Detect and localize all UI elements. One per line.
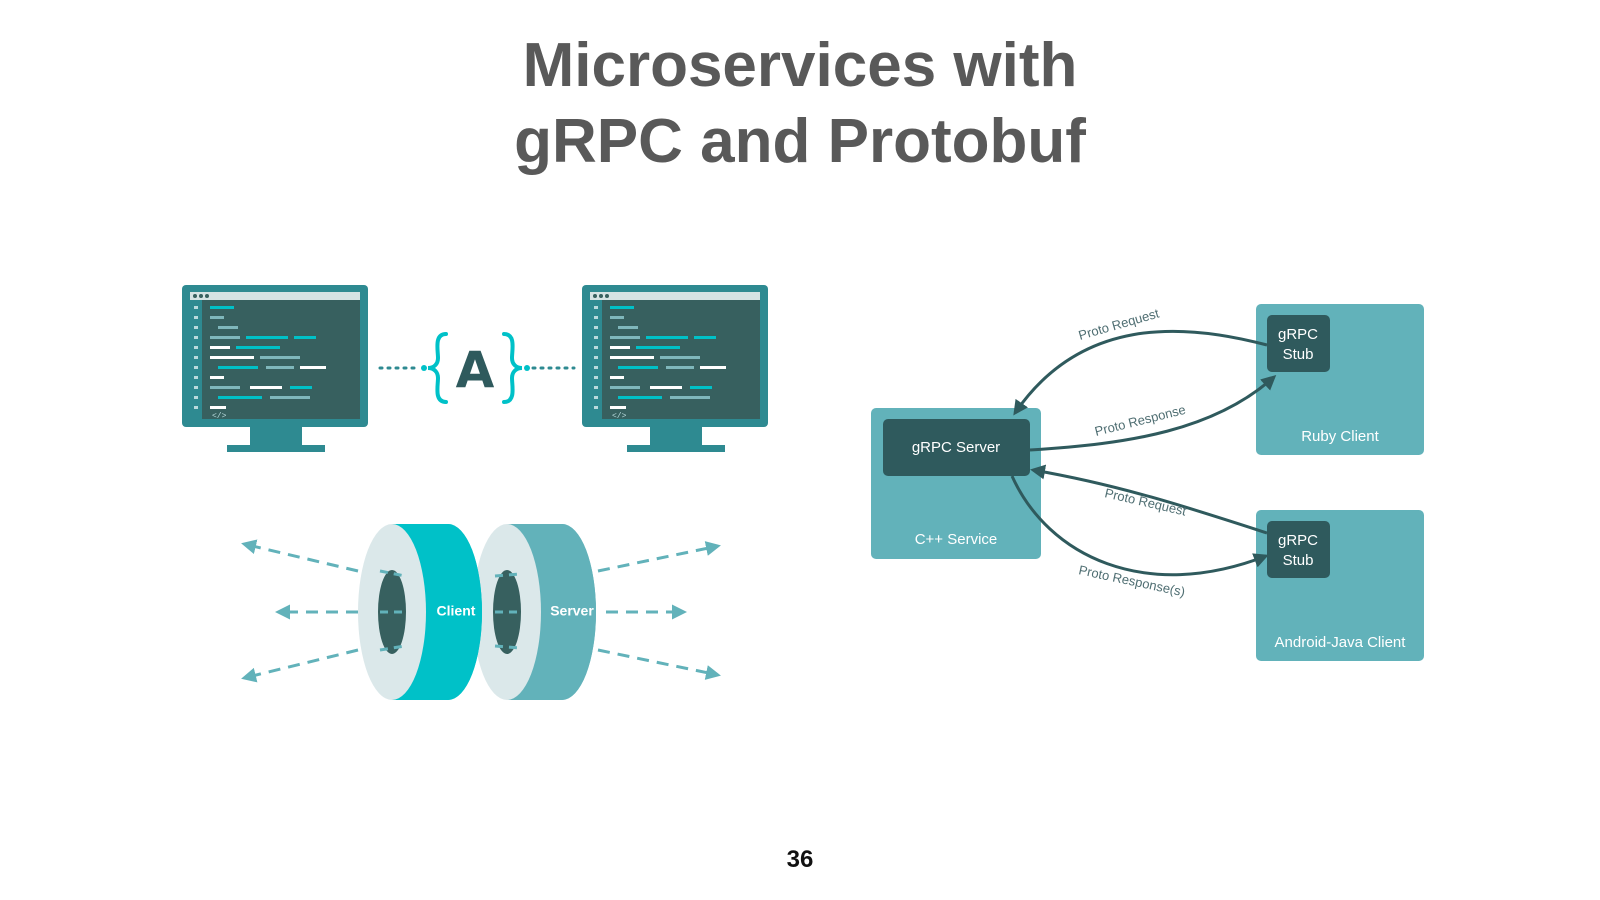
cpp-service-label: C++ Service bbox=[915, 531, 998, 548]
android-stub-line2: Stub bbox=[1283, 552, 1314, 569]
android-grpc-stub bbox=[1267, 521, 1330, 578]
grpc-server-box bbox=[883, 419, 1030, 476]
outgoing-arrow-lower-left bbox=[241, 648, 359, 683]
client-ring: Client bbox=[358, 524, 482, 700]
server-ring: Server bbox=[473, 524, 596, 700]
android-client-label: Android-Java Client bbox=[1275, 634, 1407, 651]
ruby-grpc-stub bbox=[1267, 315, 1330, 372]
right-monitor-icon: </> bbox=[582, 285, 768, 452]
left-brace bbox=[427, 332, 448, 404]
left-code-tag: </> bbox=[212, 412, 227, 421]
left-monitor-icon: </> bbox=[182, 285, 368, 452]
ruby-stub-line1: gRPC bbox=[1278, 326, 1318, 343]
grpc-architecture-diagram: gRPC Server C++ Service gRPC Stub Ruby C… bbox=[871, 304, 1424, 661]
outgoing-arrow-upper-left bbox=[241, 539, 359, 573]
android-stub-line1: gRPC bbox=[1278, 532, 1318, 549]
ruby-request-arrow bbox=[1013, 329, 1268, 416]
api-symbol: A bbox=[378, 332, 576, 404]
right-brace bbox=[502, 332, 523, 404]
ruby-client-label: Ruby Client bbox=[1301, 428, 1379, 445]
right-code-tag: </> bbox=[612, 412, 627, 421]
android-client-box: gRPC Stub Android-Java Client bbox=[1256, 510, 1424, 661]
api-letter: A bbox=[456, 341, 495, 399]
android-response-arrow bbox=[1010, 475, 1269, 577]
outgoing-arrow-upper-right bbox=[597, 541, 721, 573]
ruby-client-box: gRPC Stub Ruby Client bbox=[1256, 304, 1424, 455]
android-request-arrow bbox=[1030, 464, 1268, 535]
android-request-label: Proto Request bbox=[1103, 485, 1188, 518]
page-number: 36 bbox=[786, 846, 814, 873]
title-line-1: Microservices with bbox=[522, 31, 1078, 100]
android-response-label: Proto Response(s) bbox=[1077, 562, 1186, 599]
grpc-server-label: gRPC Server bbox=[912, 439, 1000, 456]
client-server-rings: Server Client bbox=[241, 524, 721, 700]
ruby-response-label: Proto Response bbox=[1093, 402, 1187, 439]
outgoing-arrow-lower-right bbox=[597, 648, 721, 680]
server-label: Server bbox=[550, 603, 594, 619]
cpp-service-box: gRPC Server C++ Service bbox=[871, 408, 1041, 559]
ruby-stub-line2: Stub bbox=[1283, 346, 1314, 363]
ruby-response-arrow bbox=[1029, 374, 1277, 452]
client-label: Client bbox=[437, 603, 476, 619]
title-line-2: gRPC and Protobuf bbox=[514, 107, 1086, 176]
slide-title: Microservices with gRPC and Protobuf bbox=[0, 28, 1600, 180]
